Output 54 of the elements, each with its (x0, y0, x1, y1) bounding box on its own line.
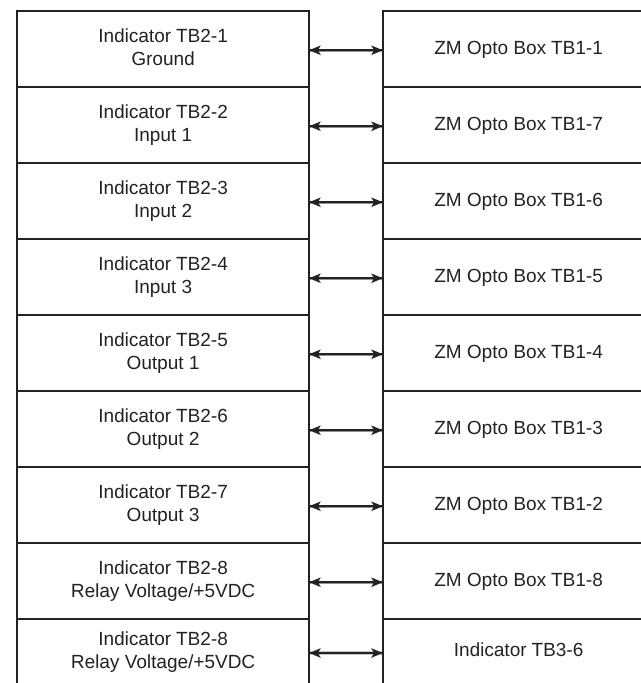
terminal-label: Input 1 (134, 125, 192, 148)
terminal-box (16, 162, 310, 240)
terminal-label: Output 2 (126, 429, 200, 452)
terminal-label: Indicator TB2-6 (98, 406, 228, 430)
double-arrow (309, 45, 383, 56)
double-arrow (309, 197, 383, 208)
terminal-box (382, 162, 641, 240)
terminal-label: Output 1 (126, 353, 200, 376)
terminal-box (382, 238, 641, 316)
terminal-box (16, 314, 310, 392)
terminal-box (382, 86, 641, 164)
terminal-box (16, 10, 310, 88)
double-arrow (309, 273, 383, 284)
terminal-label: Indicator TB2-7 (98, 482, 228, 506)
double-arrow (309, 648, 383, 658)
terminal-box (382, 10, 641, 88)
double-arrow (309, 577, 383, 588)
terminal-label: Indicator TB2-8 (98, 628, 228, 652)
terminal-box (16, 238, 310, 316)
terminal-box (382, 618, 641, 683)
terminal-label: Output 3 (126, 505, 200, 528)
terminal-label: Indicator TB2-2 (98, 102, 228, 126)
terminal-box (16, 86, 310, 164)
double-arrow (309, 425, 383, 436)
terminal-label: Indicator TB2-4 (98, 254, 228, 278)
terminal-label: Indicator TB3-6 (454, 640, 584, 663)
terminal-label: Input 2 (134, 201, 192, 224)
terminal-box (16, 618, 310, 683)
terminal-label: Indicator TB2-8 (98, 558, 228, 582)
terminal-box (382, 390, 641, 468)
terminal-label: Indicator TB2-3 (98, 178, 228, 202)
terminal-box (16, 466, 310, 544)
terminal-label: Input 3 (134, 277, 192, 300)
double-arrow (309, 501, 383, 512)
terminal-label: ZM Opto Box TB1-5 (434, 266, 603, 289)
terminal-label: Indicator TB2-1 (98, 26, 228, 50)
terminal-label: Ground (131, 49, 195, 72)
terminal-box (382, 466, 641, 544)
terminal-label: ZM Opto Box TB1-1 (434, 38, 603, 61)
terminal-label: ZM Opto Box TB1-6 (434, 190, 603, 213)
terminal-box (16, 390, 310, 468)
terminal-label: ZM Opto Box TB1-3 (434, 418, 603, 441)
terminal-label: ZM Opto Box TB1-2 (434, 494, 603, 517)
double-arrow (309, 349, 383, 360)
terminal-label: Indicator TB2-5 (98, 330, 228, 354)
terminal-label: ZM Opto Box TB1-7 (434, 114, 603, 137)
terminal-box (16, 542, 310, 620)
double-arrow (309, 121, 383, 132)
terminal-box (382, 314, 641, 392)
terminal-label: ZM Opto Box TB1-4 (434, 342, 603, 365)
terminal-label: ZM Opto Box TB1-8 (434, 570, 603, 593)
terminal-label: Relay Voltage/+5VDC (70, 652, 256, 674)
terminal-label: Relay Voltage/+5VDC (70, 581, 256, 604)
terminal-box (382, 542, 641, 620)
